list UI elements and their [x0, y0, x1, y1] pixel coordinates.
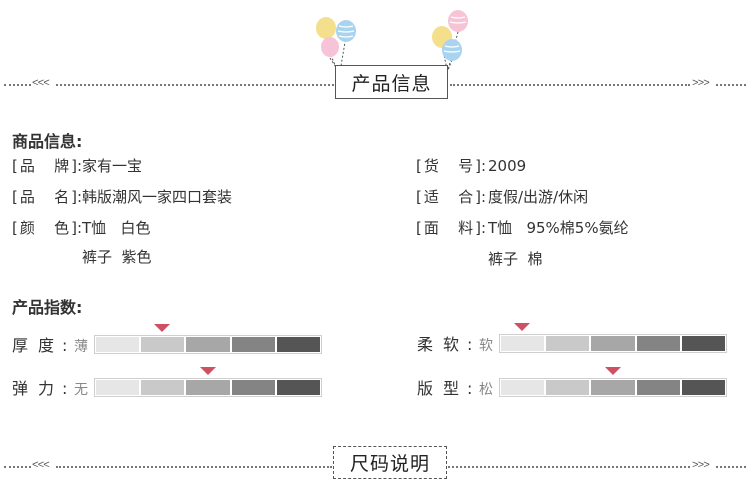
- scale-segment: [636, 380, 680, 395]
- footer-title-box: 尺码说明: [333, 446, 447, 479]
- index-scale-elasticity: [94, 378, 322, 397]
- scale-segment: [276, 380, 321, 395]
- index-row-elasticity: 弹力 : 无: [12, 367, 324, 402]
- info-value-color: T恤 白色: [82, 219, 151, 237]
- index-marker-thickness: [154, 324, 171, 332]
- scale-segment: [231, 380, 275, 395]
- index-row-softness: 柔软 : 软: [417, 323, 729, 358]
- info-value-item-no: 2009: [488, 157, 527, 175]
- info-label-fabric: [ 面料 ]:: [416, 219, 486, 237]
- header-dotted-line-left: [56, 84, 334, 86]
- header-title-box: 产品信息: [335, 65, 448, 99]
- index-low-thickness: 薄: [74, 339, 88, 355]
- scale-segment: [141, 380, 185, 395]
- info-value-brand: 家有一宝: [82, 157, 143, 175]
- info-label-name: [ 品名 ]:: [12, 188, 82, 206]
- index-row-fit: 版型 : 松: [417, 367, 729, 402]
- info-heading: 商品信息:: [12, 132, 83, 151]
- header-banner: <<< >>> 产品信息: [0, 0, 750, 110]
- footer-dotted-line-right-end: [716, 466, 746, 468]
- index-heading: 产品指数:: [12, 298, 83, 317]
- index-low-fit: 松: [479, 382, 493, 398]
- footer-dotted-line-left-start: [4, 466, 31, 468]
- index-low-elasticity: 无: [74, 382, 88, 398]
- scale-segment: [96, 380, 140, 395]
- footer-title: 尺码说明: [349, 453, 430, 475]
- header-dotted-line-left-start: [4, 84, 31, 86]
- info-value-fabric-cont: 裤子 棉: [488, 250, 543, 268]
- info-value-color-cont: 裤子 紫色: [82, 248, 152, 266]
- header-left-arrows: <<<: [32, 78, 50, 90]
- balloons-right-icon: [432, 10, 468, 71]
- scale-segment: [591, 336, 635, 351]
- balloons-left-icon: [316, 17, 356, 73]
- scale-segment: [231, 337, 275, 352]
- info-value-suitable: 度假/出游/休闲: [488, 188, 589, 206]
- index-low-softness: 软: [479, 338, 493, 354]
- footer-left-arrows: <<<: [32, 460, 50, 472]
- index-label-elasticity: 弹力: [12, 379, 54, 398]
- info-value-name: 韩版潮风一家四口套装: [82, 188, 233, 206]
- footer-dotted-line-left: [56, 466, 332, 468]
- scale-segment: [501, 380, 545, 395]
- info-label-brand: [ 品牌 ]:: [12, 157, 82, 175]
- scale-segment: [186, 380, 230, 395]
- scale-segment: [546, 336, 590, 351]
- index-marker-fit: [605, 367, 621, 375]
- header-dotted-line-right-end: [716, 84, 746, 86]
- header-title: 产品信息: [351, 72, 432, 95]
- index-label-fit: 版型: [417, 379, 459, 398]
- index-row-thickness: 厚度 : 薄: [12, 324, 324, 359]
- info-label-color: [ 颜色 ]:: [12, 219, 82, 237]
- index-marker-elasticity: [200, 367, 216, 375]
- index-label-softness: 柔软: [417, 335, 459, 354]
- footer-dotted-line-right: [448, 466, 690, 468]
- header-right-arrows: >>>: [692, 78, 710, 90]
- scale-segment: [96, 337, 140, 352]
- index-marker-softness: [513, 323, 530, 331]
- scale-segment: [501, 336, 545, 351]
- index-scale-softness: [499, 334, 727, 353]
- scale-segment: [636, 336, 680, 351]
- info-value-fabric: T恤 95%棉5%氨纶: [488, 219, 629, 237]
- info-label-suitable: [ 适合 ]:: [416, 188, 486, 206]
- scale-segment: [141, 337, 185, 352]
- index-label-thickness: 厚度: [12, 336, 54, 355]
- scale-segment: [681, 336, 726, 351]
- scale-segment: [276, 337, 321, 352]
- scale-segment: [186, 337, 230, 352]
- index-scale-thickness: [94, 335, 322, 354]
- scale-segment: [681, 380, 726, 395]
- header-dotted-line-right: [450, 84, 690, 86]
- scale-segment: [546, 380, 590, 395]
- scale-segment: [591, 380, 635, 395]
- info-label-item-no: [ 货号 ]:: [416, 157, 486, 175]
- footer-right-arrows: >>>: [692, 460, 710, 472]
- index-scale-fit: [499, 378, 727, 397]
